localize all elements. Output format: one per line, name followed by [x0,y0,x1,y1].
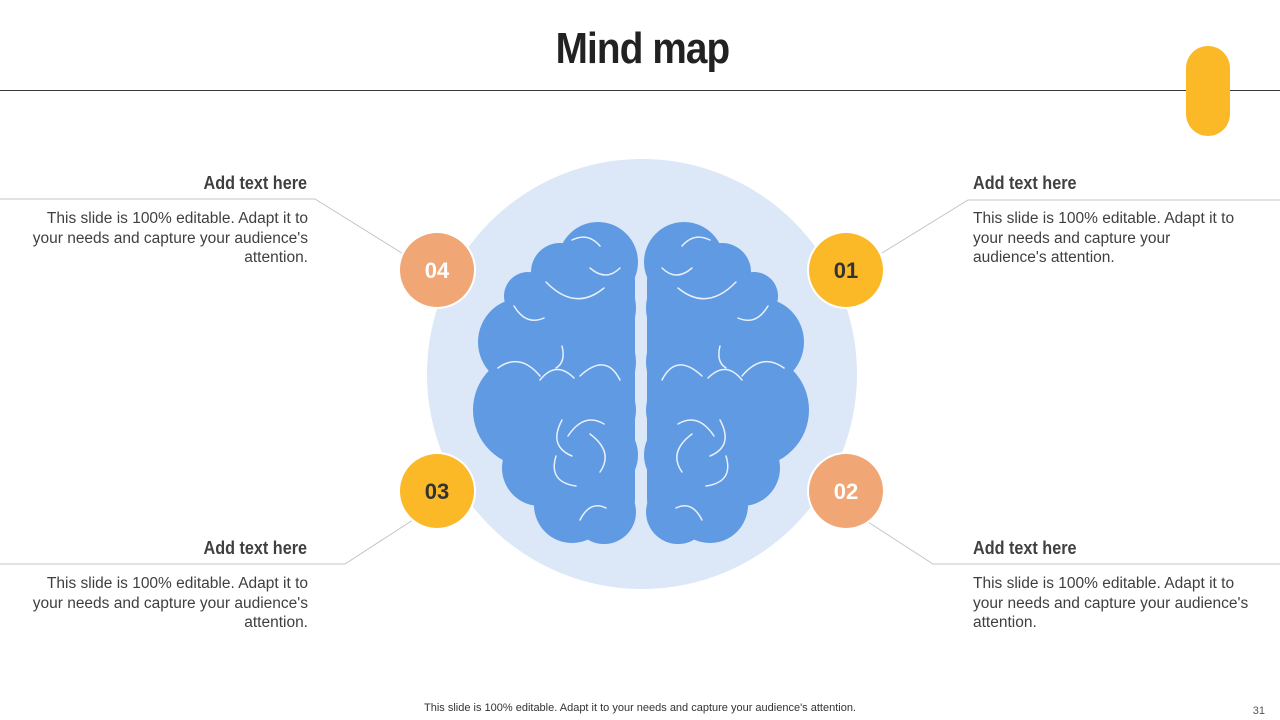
badge-03: 03 [398,452,476,530]
badge-04: 04 [398,231,476,309]
node-04-heading: Add text here [203,173,307,193]
page-number: 31 [1252,705,1265,717]
connector-04 [0,198,406,256]
badge-02: 02 [807,452,885,530]
node-04-description: This slide is 100% editable. Adapt it to… [32,210,308,266]
connector-02 [867,521,1280,565]
connector-01 [881,199,1280,254]
badge-01-number: 01 [834,258,858,283]
node-02-description: This slide is 100% editable. Adapt it to… [973,575,1249,631]
connector-03 [0,517,417,565]
badge-01: 01 [807,231,885,309]
node-03-heading: Add text here [203,538,307,558]
brain-icon [473,222,809,544]
node-03-description: This slide is 100% editable. Adapt it to… [32,575,308,631]
slide-title: Mind map [555,24,731,73]
badge-02-number: 02 [834,479,858,504]
badge-04-number: 04 [425,258,450,283]
badge-03-number: 03 [425,479,449,504]
decorative-pill [1186,46,1230,136]
node-01-description: This slide is 100% editable. Adapt it to… [973,210,1235,266]
footer-note: This slide is 100% editable. Adapt it to… [424,702,856,714]
node-01-heading: Add text here [973,173,1077,193]
node-02-heading: Add text here [973,538,1077,558]
title-divider [0,90,1280,91]
